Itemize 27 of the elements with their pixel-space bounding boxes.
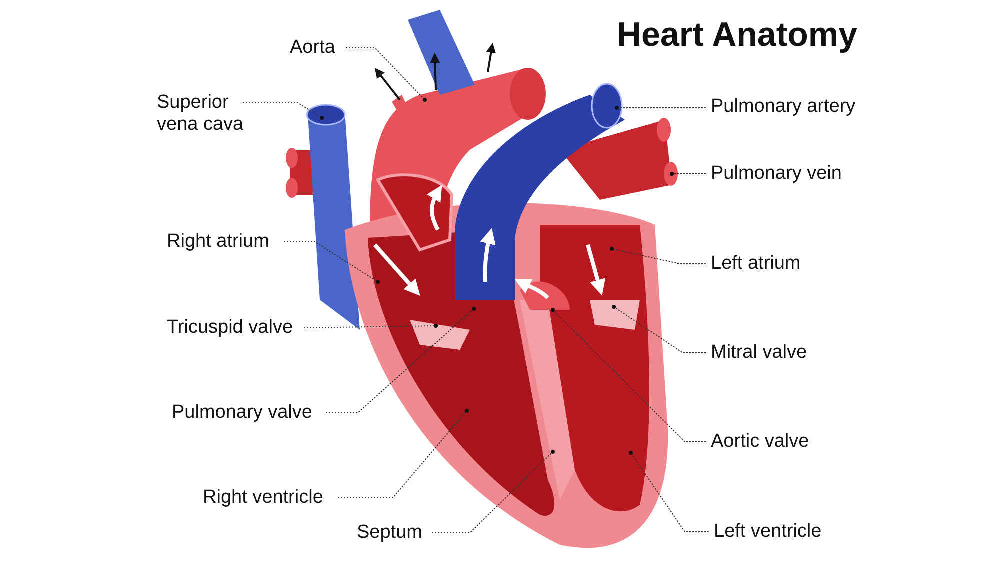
part-label: Pulmonary valve <box>172 402 312 424</box>
leader-line <box>338 409 469 498</box>
leader-line <box>432 450 555 534</box>
part-label: Tricuspid valve <box>167 317 294 339</box>
leader-line <box>551 308 706 442</box>
leader-line <box>615 106 706 110</box>
leader-line <box>629 451 710 532</box>
leader-line <box>242 102 324 120</box>
leader-line <box>326 307 476 414</box>
part-label: Superior vena cava <box>157 92 247 136</box>
part-label: Pulmonary artery <box>711 96 856 118</box>
part-label: Mitral valve <box>711 342 808 364</box>
leader-line <box>284 242 380 284</box>
leader-line <box>612 305 706 354</box>
leader-line <box>670 172 706 176</box>
leader-line <box>610 247 706 264</box>
part-label: Pulmonary vein <box>711 163 842 185</box>
leader-line <box>346 48 427 102</box>
part-label: Septum <box>357 522 422 544</box>
part-label: Left ventricle <box>714 521 822 543</box>
part-label: Aortic valve <box>711 431 810 453</box>
part-label: Right ventricle <box>203 487 324 509</box>
part-label: Left atrium <box>711 253 801 275</box>
leader-line <box>304 324 438 328</box>
part-label: Right atrium <box>167 231 270 253</box>
part-label: Aorta <box>290 37 336 59</box>
diagram-title: Heart Anatomy <box>617 16 858 55</box>
